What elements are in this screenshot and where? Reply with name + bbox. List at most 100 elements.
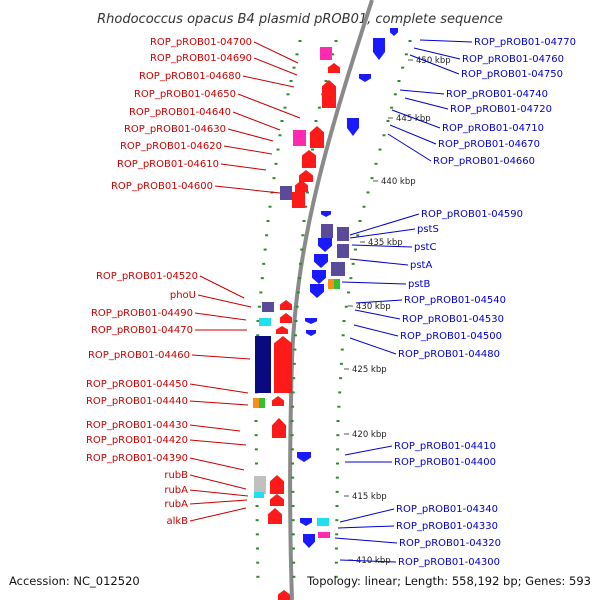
gene-box [268, 516, 282, 524]
scale-tick-label: 430 kbp [356, 302, 391, 312]
track-dot [289, 80, 293, 82]
track-dot [290, 434, 294, 437]
track-dot [344, 305, 348, 308]
scale-tick-label: 445 kbp [396, 114, 431, 124]
track-dot [401, 66, 405, 69]
track-dot [335, 505, 339, 507]
gene-box [280, 186, 292, 200]
leader-line [391, 109, 441, 129]
track-dot [293, 348, 297, 351]
track-dot [331, 53, 335, 56]
gene-label-right: pstB [408, 279, 430, 290]
leader-line [353, 324, 399, 337]
gene-label-right: ROP_pROB01-04410 [394, 441, 496, 452]
reverse-gene-arrow [318, 238, 332, 252]
gene-label-left: ROP_pROB01-04490 [91, 308, 193, 319]
gene-label-left: ROP_pROB01-04600 [111, 181, 213, 192]
gene-label-left: ROP_pROB01-04700 [150, 37, 252, 48]
track-dot [301, 234, 305, 237]
track-dot [311, 148, 315, 151]
reverse-gene-arrow [373, 38, 385, 60]
leader-line [354, 309, 401, 320]
gene-label-left: ROP_pROB01-04610 [117, 159, 219, 170]
leader-line [253, 41, 299, 64]
scale-tick-label: 420 kbp [352, 430, 387, 440]
track-dot [335, 476, 339, 479]
leader-line [189, 383, 249, 394]
track-dot [263, 248, 267, 251]
track-dot [305, 191, 309, 194]
track-dot [280, 120, 284, 122]
track-dot [335, 490, 339, 493]
gene-label-right: ROP_pROB01-04770 [474, 37, 576, 48]
gene-label-left: ROP_pROB01-04430 [86, 420, 188, 431]
track-dot [291, 462, 294, 465]
track-dot [260, 277, 264, 280]
track-dot [292, 362, 296, 365]
track-dot [276, 148, 280, 151]
leader-line [220, 163, 267, 171]
leader-line [419, 39, 473, 43]
leader-line [349, 213, 420, 236]
forward-gene-arrow [295, 180, 308, 192]
leader-line [189, 507, 247, 522]
gene-label-left: rubA [164, 499, 188, 510]
track-dot [265, 234, 269, 237]
track-dot [370, 177, 374, 180]
track-dot [335, 519, 339, 522]
track-dot [356, 234, 360, 237]
accession-text: Accession: NC_012520 [9, 574, 140, 588]
reverse-gene-arrow [359, 74, 371, 82]
track-dot [342, 320, 346, 322]
gene-label-right: ROP_pROB01-04340 [396, 504, 498, 515]
gene-label-right: ROP_pROB01-04540 [404, 295, 506, 306]
gene-box [274, 346, 292, 393]
leader-line [232, 111, 281, 131]
gene-label-left: rubA [164, 485, 188, 496]
track-dot [362, 205, 366, 208]
track-dot [339, 362, 343, 365]
leader-line [351, 244, 413, 248]
gene-box [302, 158, 316, 168]
track-dot [292, 547, 295, 550]
leader-line [237, 93, 301, 119]
gene-label-right: ROP_pROB01-04300 [398, 557, 500, 568]
reverse-gene-arrow [347, 118, 359, 136]
track-dot [278, 134, 282, 137]
track-dot [338, 391, 342, 394]
track-dot [314, 120, 318, 122]
leader-line [409, 54, 460, 75]
gene-box [318, 532, 330, 538]
gene-label-right: ROP_pROB01-04400 [394, 457, 496, 468]
scale-tick-label: 450 kbp [416, 56, 451, 66]
gene-label-left: rubB [164, 470, 188, 481]
gene-box [317, 518, 329, 526]
track-dot [268, 205, 272, 208]
track-dot [254, 434, 258, 437]
track-dot [292, 66, 296, 69]
gene-label-right: ROP_pROB01-04500 [400, 331, 502, 342]
track-dot [290, 420, 294, 422]
track-dot [374, 162, 378, 165]
track-dot [262, 262, 266, 265]
leader-line [349, 258, 409, 266]
gene-label-right: ROP_pROB01-04710 [442, 123, 544, 134]
track-dot [382, 134, 386, 137]
scale-tick-label: 425 kbp [352, 365, 387, 375]
track-dot [290, 448, 294, 451]
gene-box [259, 318, 271, 326]
gene-label-right: ROP_pROB01-04330 [396, 521, 498, 532]
track-dot [272, 177, 276, 180]
reverse-gene-arrow [300, 518, 312, 526]
track-dot [283, 106, 287, 109]
track-dot [317, 106, 321, 109]
track-dot [291, 533, 295, 536]
track-dot [300, 248, 304, 251]
track-dot [334, 575, 338, 578]
track-dot [335, 533, 339, 536]
gene-box [270, 482, 284, 494]
leader-line [334, 537, 398, 544]
gene-label-right: ROP_pROB01-04320 [399, 538, 501, 549]
topology-summary-text: Topology: linear; Length: 558,192 bp; Ge… [306, 574, 591, 588]
